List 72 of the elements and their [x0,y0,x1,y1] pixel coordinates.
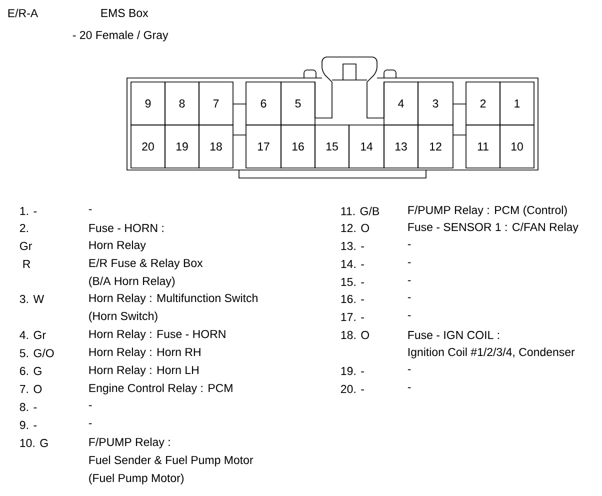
pin-description: - [408,369,411,370]
pin-description: 20. - [340,384,364,394]
pin-description: 18. O [341,330,370,340]
pin-description: 8. - [20,402,37,412]
pin-description: Engine Control Relay : PCM [89,384,232,394]
pin-description: 12. O [341,224,370,232]
pin-description: Fuse - SENSOR 1 : C/FAN Relay [408,222,578,234]
pin-cell: 19 [164,124,200,168]
pin-cell: 1 [500,82,534,126]
pin-cell: 17 [246,124,282,168]
pin-cell: 3 [418,82,454,126]
pin-description: 7. O [20,384,42,394]
pin-description: - [408,297,411,298]
pin-cell: 10 [500,124,534,168]
pin-description: - [408,262,411,264]
pin-description: (B/A Horn Relay) [89,276,175,288]
pin-description: 13. - [341,242,364,250]
pin-description: Fuse - HORN : [89,224,164,232]
pin-description: Fuse - IGN COIL : [408,330,499,340]
pin-description: - [408,280,411,282]
pin-description: Fuel Sender & Fuel Pump Motor [89,456,254,466]
pin-description: 6. G [20,366,42,376]
pin-description: F/PUMP Relay : [89,438,170,448]
pin-description: E/R-A [8,8,38,18]
pin-description: 17. - [341,313,364,321]
pin-description: R [23,260,30,268]
pin-description: 10. G [20,438,48,448]
pin-description: 9. - [20,420,37,430]
pin-description: 15. - [341,278,364,286]
pin-description: - [88,423,92,424]
pin-cell: 8 [164,82,200,126]
pin-description: E/R Fuse & Relay Box [89,258,203,270]
pin-description: 5. G/O [20,348,54,358]
pin-cell: 9 [130,82,166,126]
pin-cell: 16 [280,124,316,168]
pin-description: - [408,387,411,388]
pin-description: Horn Relay : Multifunction Switch [89,294,258,304]
pin-description: Horn Relay [89,240,146,252]
pin-cell: 18 [198,124,234,168]
pin-description: 11. G/B [341,206,379,216]
pin-cell: 11 [466,124,500,168]
pin-description: EMS Box [101,8,148,18]
pin-description: Gr [20,242,32,250]
pin-description: 14. - [341,260,364,268]
pin-cell: 2 [466,82,500,126]
pin-description: - [408,315,411,316]
pin-description: 3. W [20,294,44,304]
pin-description: Horn Relay : Fuse - HORN [89,330,226,340]
pin-description: F/PUMP Relay : PCM (Control) [408,206,567,216]
pin-description: - [408,244,411,246]
pin-description: 4. Gr [20,330,46,340]
pin-cell: 7 [198,82,234,126]
pin-description: - 20 Female / Gray [72,30,168,42]
pin-cell: 5 [280,82,316,126]
pin-description: 16. - [341,294,364,304]
pin-description: - [88,405,92,406]
pin-cell: 20 [130,124,166,168]
pin-cell: 14 [348,124,384,168]
pin-cell: 15 [314,124,350,168]
pin-cell: 13 [384,124,418,168]
pin-description: (Horn Switch) [89,312,158,322]
pin-cell: 12 [418,124,454,168]
pin-description: (Fuel Pump Motor) [89,474,184,484]
pin-description: Horn Relay : Horn LH [89,366,198,376]
pin-description: Horn Relay : Horn RH [89,348,200,358]
pin-description: 2. [20,224,28,232]
pin-description: 1. - [20,207,37,215]
pin-cell: 4 [384,82,418,126]
pin-cell: 6 [246,82,282,126]
pin-description: Ignition Coil #1/2/3/4, Condenser [408,348,575,358]
pin-description: 19. - [341,366,364,376]
pin-description: - [88,209,92,210]
